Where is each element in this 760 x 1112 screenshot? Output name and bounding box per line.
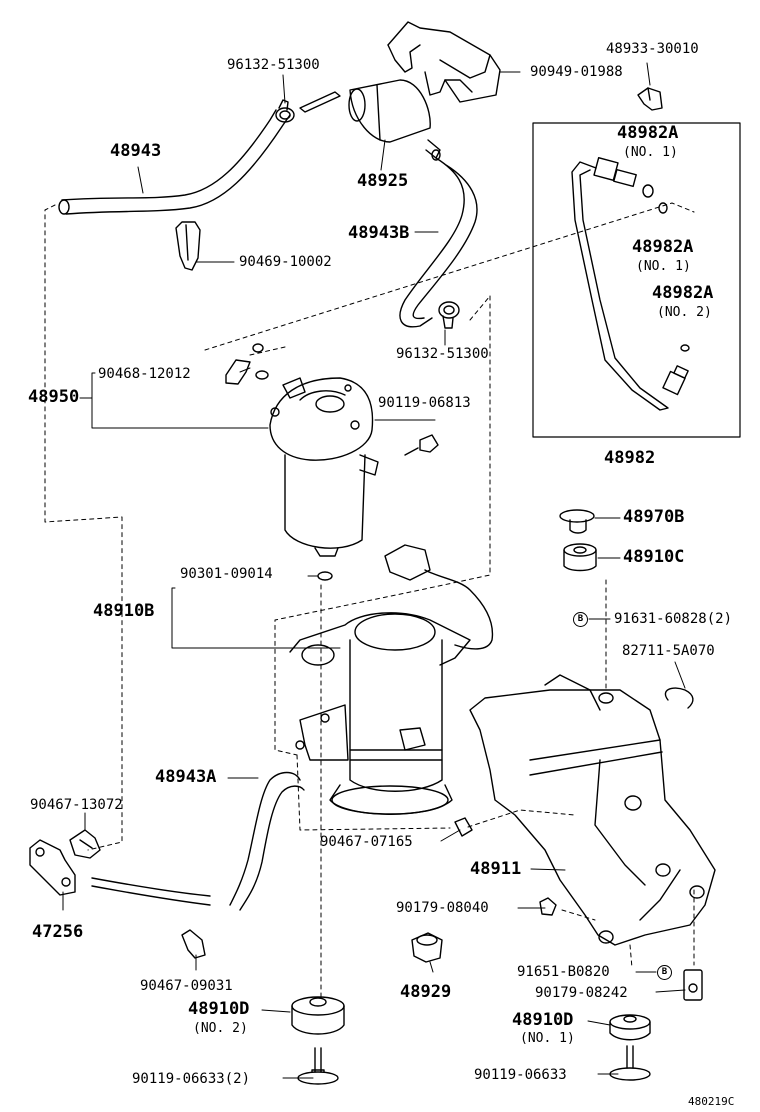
part-label-90468-12012: 90468-12012 xyxy=(98,366,191,382)
hose-48943A xyxy=(229,771,305,911)
clamp-96132-mid xyxy=(438,301,460,329)
part-label-96132-51300-mid: 96132-51300 xyxy=(396,346,489,362)
hose-48943A-lower xyxy=(91,877,211,906)
mount-48910D-no2 xyxy=(291,996,345,1035)
part-label-48950: 48950 xyxy=(28,387,80,407)
part-label-47256: 47256 xyxy=(32,922,84,942)
bracket-47256 xyxy=(29,839,76,896)
part-label-90179-08040: 90179-08040 xyxy=(396,900,489,916)
part-label-48910D-no1-note: (NO. 1) xyxy=(520,1031,575,1046)
nut-90179-08242 xyxy=(683,969,703,1001)
part-label-91631-60828: 91631-60828(2) xyxy=(614,611,733,627)
part-label-48982A-2: 48982A xyxy=(632,237,694,257)
part-label-48933-30010: 48933-30010 xyxy=(606,41,699,57)
part-label-48910D-no2: 48910D xyxy=(188,999,250,1019)
fuel-filter-48950 xyxy=(269,377,379,557)
part-label-90949-01988: 90949-01988 xyxy=(530,64,623,80)
part-label-90179-08242: 90179-08242 xyxy=(535,985,628,1001)
part-label-90467-09031: 90467-09031 xyxy=(140,978,233,994)
part-label-48982A-1-note: (NO. 1) xyxy=(623,145,678,160)
part-label-48910B: 48910B xyxy=(93,601,155,621)
snap-ring-82711 xyxy=(664,687,694,709)
part-label-90467-07165: 90467-07165 xyxy=(320,834,413,850)
bushing-48910C xyxy=(563,543,597,572)
bracket-48911 xyxy=(469,674,716,946)
oring-90301 xyxy=(317,571,333,581)
bolt-90119-06633 xyxy=(609,1045,651,1081)
part-label-48925: 48925 xyxy=(357,171,409,191)
bolt-90119-06633-2 xyxy=(297,1047,339,1085)
clamp-90467-09031 xyxy=(181,929,206,959)
grommet-48929 xyxy=(411,932,443,963)
clamp-90469 xyxy=(175,221,201,271)
bolt-90119-06813 xyxy=(404,434,439,456)
part-label-48943A: 48943A xyxy=(155,767,217,787)
part-label-90467-13072: 90467-13072 xyxy=(30,797,123,813)
part-label-48982A-2-note: (NO. 1) xyxy=(636,259,691,274)
part-label-90119-06813: 90119-06813 xyxy=(378,395,471,411)
hose-48943-end xyxy=(58,199,70,215)
part-label-48943B: 48943B xyxy=(348,223,410,243)
clamp-96132-top xyxy=(275,99,295,123)
part-label-48910D-no1: 48910D xyxy=(512,1010,574,1030)
part-label-91651-B0820: 91651-B0820 xyxy=(517,964,610,980)
filter-housing-main xyxy=(289,612,471,815)
part-label-90301-09014: 90301-09014 xyxy=(180,566,273,582)
inline-filter-48925 xyxy=(299,79,441,161)
part-label-48982A-3: 48982A xyxy=(652,283,714,303)
part-label-48982A-1: 48982A xyxy=(617,123,679,143)
part-label-90469-10002: 90469-10002 xyxy=(239,254,332,270)
part-label-48982: 48982 xyxy=(604,448,656,468)
connector-48910B xyxy=(384,544,494,650)
nut-90179-08040 xyxy=(539,897,557,916)
cap-48970B xyxy=(559,509,595,534)
catalog-code: 480219C xyxy=(688,1095,735,1108)
part-label-82711-5A070: 82711-5A070 xyxy=(622,643,715,659)
clip-48933 xyxy=(637,87,663,111)
sensor-box-48982 xyxy=(532,122,741,438)
gasket-90468 xyxy=(225,343,269,385)
part-label-48910C: 48910C xyxy=(623,547,685,567)
part-label-96132-51300-top: 96132-51300 xyxy=(227,57,320,73)
hose-48943 xyxy=(61,109,291,215)
part-label-48943: 48943 xyxy=(110,141,162,161)
dashed-guide-lines xyxy=(44,202,695,1001)
sensor-harness-48982 xyxy=(571,157,690,411)
clip-90467-13072 xyxy=(69,829,101,859)
part-label-48970B: 48970B xyxy=(623,507,685,527)
clip-90467-07165 xyxy=(454,817,473,837)
part-label-48982A-3-note: (NO. 2) xyxy=(657,305,712,320)
mount-48910D-no1 xyxy=(609,1014,651,1041)
bracket-90949 xyxy=(387,21,501,103)
part-label-48910D-no2-note: (NO. 2) xyxy=(193,1021,248,1036)
part-label-90119-06633-2: 90119-06633(2) xyxy=(132,1071,251,1087)
hose-48943B xyxy=(399,157,478,328)
part-label-90119-06633: 90119-06633 xyxy=(474,1067,567,1083)
part-label-48929: 48929 xyxy=(400,982,452,1002)
badge-b-91651: B xyxy=(657,965,672,980)
part-label-48911: 48911 xyxy=(470,859,522,879)
badge-b-91631: B xyxy=(573,612,588,627)
